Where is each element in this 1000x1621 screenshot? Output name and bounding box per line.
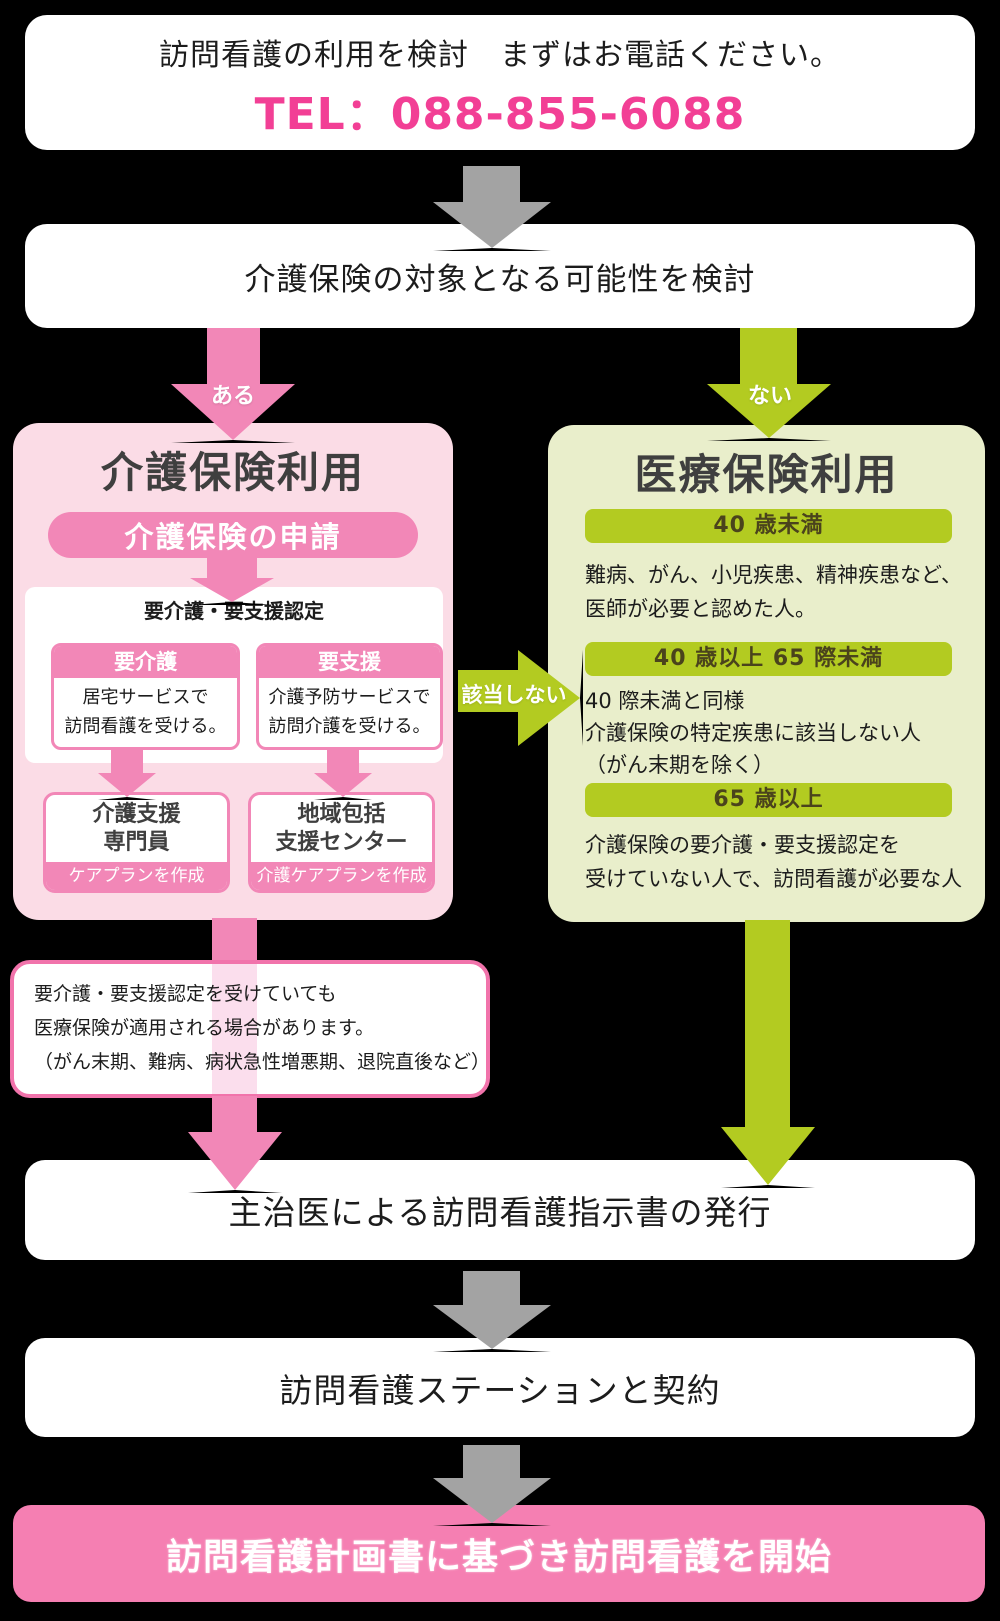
yoshien-body: 介護予防サービスで 訪問介護を受ける。 <box>268 687 431 737</box>
down-arrow-icon <box>98 773 156 800</box>
down-arrow-icon <box>433 1305 551 1352</box>
contract-text: 訪問看護ステーションと契約 <box>279 1370 721 1410</box>
community-center-title: 地域包括 支援センター <box>275 801 408 855</box>
yokaigo-box: 要介護 居宅サービスで 訪問看護を受ける。 <box>51 643 240 750</box>
medical-insurance-title: 医療保険利用 <box>634 450 899 499</box>
green-flow-arrow-icon <box>745 920 790 1127</box>
pink-flow-arrow-icon <box>212 918 257 964</box>
age-body-over65: 介護保険の要介護・要支援認定を 受けていない人で、訪問看護が必要な人 <box>585 833 963 891</box>
down-arrow-icon <box>207 555 257 578</box>
age-body-40to65: 40 際未満と同様 介護保険の特定疾患に該当しない人 （がん末期を除く） <box>585 689 921 777</box>
care-manager-title: 介護支援 専門員 <box>92 801 181 855</box>
yes-label: ある <box>210 384 255 409</box>
down-arrow-icon <box>463 1445 520 1478</box>
care-manager-box: 介護支援 専門員 ケアプランを作成 <box>43 792 230 893</box>
age-band-40to65: 40 歳以上 65 際未満 <box>585 642 952 676</box>
not-applicable-arrow-icon <box>518 650 583 746</box>
yokaigo-header: 要介護 <box>54 646 237 678</box>
yokaigo-body: 居宅サービスで 訪問看護を受ける。 <box>64 687 227 737</box>
down-arrow-icon <box>463 1271 520 1305</box>
no-arrow-icon <box>707 384 831 441</box>
note-text: 要介護・要支援認定を受けていても 医療保険が適用される場合があります。 （がん末… <box>34 983 491 1073</box>
intro-box: 訪問看護の利用を検討 まずはお電話ください。 TEL：088-855-6088 <box>25 15 975 150</box>
pink-flow-arrow-icon <box>212 1096 257 1132</box>
down-arrow-icon <box>111 748 143 773</box>
care-insurance-apply-pill: 介護保険の申請 <box>48 512 418 558</box>
not-applicable-label: 該当しない <box>461 683 567 707</box>
certification-panel: 要介護・要支援認定 要介護 居宅サービスで 訪問看護を受ける。 要支援 介護予防… <box>25 587 443 763</box>
age-band-over65: 65 歳以上 <box>585 783 952 817</box>
yoshien-box: 要支援 介護予防サービスで 訪問介護を受ける。 <box>256 643 443 750</box>
pink-flow-arrow-icon <box>188 1132 282 1193</box>
community-center-footer: 介護ケアプランを作成 <box>251 862 432 890</box>
medical-insurance-panel: 医療保険利用 40 歳未満 難病、がん、小児疾患、精神疾患など、 医師が必要と認… <box>548 425 985 922</box>
start-text: 訪問看護計画書に基づき訪問看護を開始 <box>165 1536 832 1578</box>
community-center-box: 地域包括 支援センター 介護ケアプランを作成 <box>248 792 435 893</box>
care-insurance-title: 介護保険利用 <box>100 448 365 497</box>
yoshien-header: 要支援 <box>259 646 440 678</box>
intro-text: 訪問看護の利用を検討 まずはお電話ください。 <box>159 37 841 73</box>
down-arrow-icon <box>433 202 551 251</box>
no-arrow-icon <box>740 328 797 384</box>
not-applicable-arrow-icon <box>458 670 518 712</box>
down-arrow-icon <box>327 748 359 773</box>
yes-arrow-icon <box>207 328 260 384</box>
green-flow-arrow-icon <box>721 1127 815 1188</box>
down-arrow-icon <box>314 773 372 800</box>
doctor-order-box: 主治医による訪問看護指示書の発行 <box>25 1160 975 1260</box>
age-band-under40: 40 歳未満 <box>585 509 952 543</box>
no-label: ない <box>747 384 792 409</box>
contract-box: 訪問看護ステーションと契約 <box>25 1338 975 1437</box>
pink-flow-arrow-icon <box>212 964 257 1094</box>
phone-number: TEL：088-855-6088 <box>254 88 746 140</box>
care-manager-footer: ケアプランを作成 <box>46 862 227 890</box>
down-arrow-icon <box>463 166 520 202</box>
care-insurance-panel: 介護保険利用 介護保険の申請 要介護・要支援認定 要介護 居宅サービスで 訪問看… <box>13 423 453 920</box>
note-box: 要介護・要支援認定を受けていても 医療保険が適用される場合があります。 （がん末… <box>10 960 490 1098</box>
down-arrow-icon <box>190 578 274 605</box>
yes-arrow-icon <box>171 384 295 443</box>
down-arrow-icon <box>433 1478 551 1526</box>
doctor-order-text: 主治医による訪問看護指示書の発行 <box>228 1193 772 1232</box>
consider-text: 介護保険の対象となる可能性を検討 <box>244 261 756 298</box>
age-body-under40: 難病、がん、小児疾患、精神疾患など、 医師が必要と認めた人。 <box>585 563 962 621</box>
